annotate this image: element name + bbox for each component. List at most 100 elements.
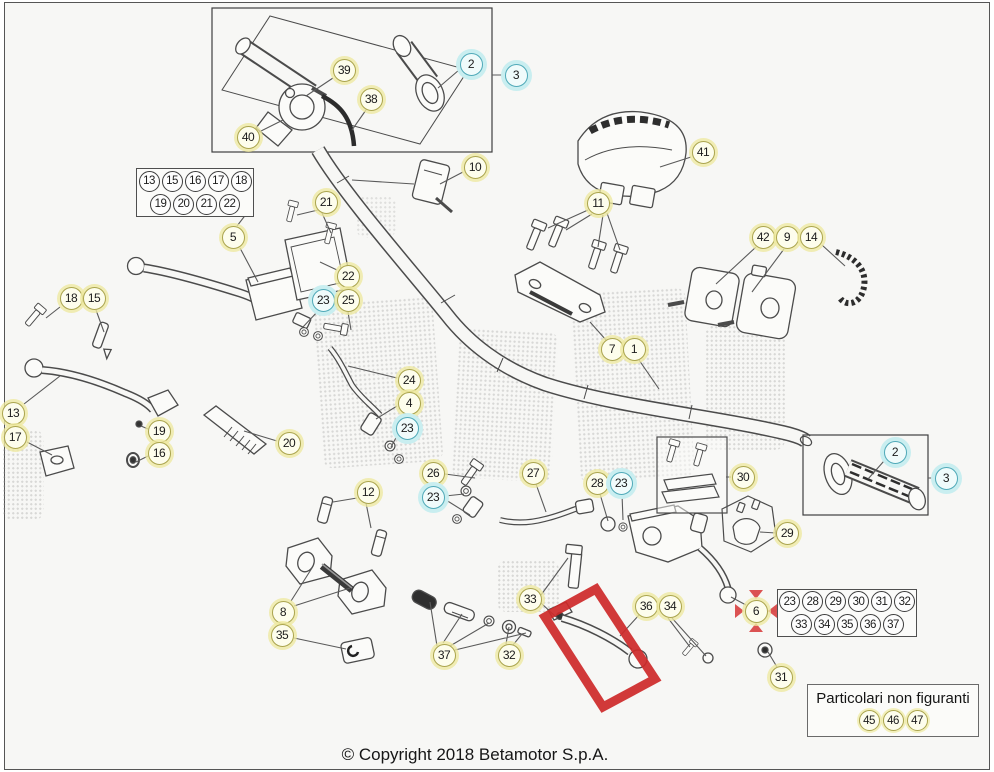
callout-26: 26 <box>421 461 445 485</box>
callout-20: 20 <box>277 431 301 455</box>
legend-item-28: 28 <box>802 591 823 612</box>
right-grip-box <box>802 434 929 516</box>
callout-34: 34 <box>658 594 682 618</box>
callout-27: 27 <box>521 461 545 485</box>
legend-item-16: 16 <box>184 170 206 192</box>
missing-part-47: 47 <box>906 710 928 731</box>
missing-part-45: 45 <box>858 710 880 731</box>
callout-16: 16 <box>147 441 171 465</box>
riser-posts <box>316 495 388 558</box>
callout-23: 23 <box>421 485 445 509</box>
callout-18: 18 <box>59 286 83 310</box>
legend-item-37: 37 <box>882 614 904 635</box>
legend-item-13: 13 <box>138 170 160 192</box>
legend-item-35: 35 <box>836 614 858 635</box>
callout-23: 23 <box>395 416 419 440</box>
red-highlight-rectangle <box>538 583 662 713</box>
legend-item-29: 29 <box>825 591 846 612</box>
adjuster-rod <box>202 405 268 455</box>
banjo-bolt-group <box>452 457 485 524</box>
legend-item-36: 36 <box>859 614 881 635</box>
callout-40: 40 <box>236 125 260 149</box>
callout-12: 12 <box>356 480 380 504</box>
rubber-block <box>340 636 375 664</box>
headlight-mask <box>577 110 687 209</box>
legend-item-31: 31 <box>871 591 892 612</box>
legend-item-30: 30 <box>848 591 869 612</box>
callout-21: 21 <box>314 190 338 214</box>
callout-39: 39 <box>332 58 356 82</box>
callout-22: 22 <box>336 264 360 288</box>
red-crosshair-marker <box>735 590 777 632</box>
brake-hose <box>327 346 404 464</box>
callout-28: 28 <box>585 471 609 495</box>
throttle-inset-box <box>211 7 493 153</box>
callout-3: 3 <box>934 466 958 490</box>
bar-clamp-upper <box>514 261 606 323</box>
legend-item-23: 23 <box>779 591 800 612</box>
callout-41: 41 <box>691 140 715 164</box>
switch-housings <box>667 264 797 340</box>
callout-15: 15 <box>82 286 106 310</box>
legend-item-20: 20 <box>173 193 194 215</box>
callout-6: 6 <box>744 599 768 623</box>
legend-item-15: 15 <box>161 170 183 192</box>
callout-25: 25 <box>336 288 360 312</box>
missing-parts-title: Particolari non figuranti <box>816 690 970 707</box>
callout-29: 29 <box>775 521 799 545</box>
bar-pad-box <box>656 436 728 514</box>
callout-13: 13 <box>1 401 25 425</box>
kill-switch <box>411 159 453 214</box>
legend-item-21: 21 <box>196 193 217 215</box>
legend-item-19: 19 <box>150 193 171 215</box>
callout-35: 35 <box>270 623 294 647</box>
leader-lines <box>23 69 935 668</box>
legend-item-18: 18 <box>230 170 252 192</box>
callout-36: 36 <box>634 594 658 618</box>
spiral-cable-wrap <box>835 249 868 307</box>
callout-19: 19 <box>147 419 171 443</box>
legend-item-32: 32 <box>894 591 915 612</box>
callout-9: 9 <box>775 225 799 249</box>
diagram-border <box>4 2 990 770</box>
copyright-text: © Copyright 2018 Betamotor S.p.A. <box>341 745 609 764</box>
callout-24: 24 <box>397 368 421 392</box>
callout-30: 30 <box>731 465 755 489</box>
handlebar <box>311 146 813 448</box>
callout-37: 37 <box>432 643 456 667</box>
missing-part-46: 46 <box>882 710 904 731</box>
callout-42: 42 <box>751 225 775 249</box>
callout-23: 23 <box>311 288 335 312</box>
callout-7: 7 <box>600 337 624 361</box>
callout-10: 10 <box>463 155 487 179</box>
legend-item-17: 17 <box>207 170 229 192</box>
callout-32: 32 <box>497 643 521 667</box>
callout-17: 17 <box>3 425 27 449</box>
adjuster-parts <box>411 589 532 638</box>
callout-5: 5 <box>221 225 245 249</box>
callout-2: 2 <box>883 440 907 464</box>
legend-item-34: 34 <box>813 614 835 635</box>
clamp-shell <box>721 495 777 553</box>
callout-14: 14 <box>799 225 823 249</box>
callout-33: 33 <box>518 587 542 611</box>
callout-8: 8 <box>271 600 295 624</box>
callout-4: 4 <box>397 391 421 415</box>
bar-clamp-lower <box>285 537 387 615</box>
legend-item-33: 33 <box>790 614 812 635</box>
callout-1: 1 <box>622 337 646 361</box>
callout-23: 23 <box>609 471 633 495</box>
front-brake-master-cylinder <box>126 256 350 341</box>
callout-11: 11 <box>586 191 610 215</box>
clutch-master-cylinder <box>499 498 737 604</box>
